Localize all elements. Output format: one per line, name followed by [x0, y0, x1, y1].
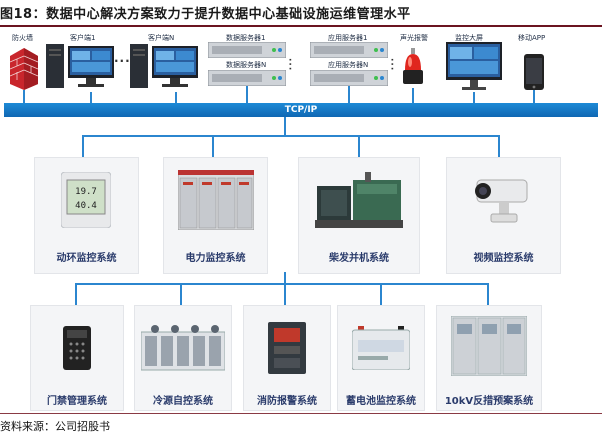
- video-system-label: 视频监控系统: [473, 253, 534, 264]
- app1-server-icon: [309, 41, 389, 59]
- db1-server-icon: [207, 41, 287, 59]
- cooling-system-label: 冷源自控系统: [153, 396, 213, 407]
- alarm-light-icon: [402, 48, 424, 88]
- app1-label: 应用服务器1: [328, 34, 368, 42]
- svg-text:19.7: 19.7: [75, 187, 97, 197]
- connector-line: [473, 92, 475, 103]
- alarm-label: 声光报警: [400, 34, 428, 42]
- chiller-icon: [140, 324, 226, 374]
- connector-line: [246, 86, 248, 103]
- footer-rule: [0, 413, 602, 414]
- battery-system-label: 蓄电池监控系统: [346, 396, 416, 407]
- connector-line: [23, 90, 25, 103]
- card-battery: 蓄电池监控系统: [337, 305, 425, 411]
- connector-line: [90, 92, 92, 103]
- env-sensor-icon: 19.7 40.4: [60, 171, 112, 229]
- figure-title: 图18：数据中心解决方案致力于提升数据中心基础设施运维管理水平: [0, 7, 411, 22]
- generator-system-label: 柴发并机系统: [329, 253, 389, 264]
- branch-line-bottom: [75, 283, 489, 285]
- connector-line: [212, 135, 214, 157]
- connector-line: [348, 86, 350, 103]
- kv-system-label: 10kV反措预案系统: [444, 396, 534, 407]
- connector-line: [358, 135, 360, 157]
- fire-panel-icon: [268, 322, 306, 374]
- clientN-computer-icon: [130, 44, 200, 92]
- connector-line: [180, 283, 182, 305]
- switchgear-icon: [450, 315, 528, 377]
- client1-computer-icon: [46, 44, 116, 92]
- firewall-label: 防火墙: [12, 34, 33, 42]
- vertical-ellipsis-icon-2: ···: [386, 58, 396, 72]
- svg-text:40.4: 40.4: [75, 201, 97, 211]
- dbN-label: 数据服务器N: [226, 61, 267, 69]
- camera-icon: [469, 172, 539, 228]
- connector-line: [498, 135, 500, 157]
- card-video-monitoring: 视频监控系统: [446, 157, 561, 274]
- branch-line-middle: [82, 135, 500, 137]
- appN-server-icon: [309, 69, 389, 87]
- vertical-ellipsis-icon: ···: [284, 58, 294, 72]
- monitor-screen-icon: [446, 42, 502, 92]
- env-system-label: 动环监控系统: [56, 253, 117, 264]
- connector-line: [487, 283, 489, 305]
- power-system-label: 电力监控系统: [185, 253, 246, 264]
- connector-line: [175, 92, 177, 103]
- clientN-label: 客户端N: [148, 34, 175, 42]
- access-system-label: 门禁管理系统: [47, 396, 107, 407]
- title-rule: [0, 25, 602, 27]
- card-10kv: 10kV反措预案系统: [436, 305, 542, 411]
- client1-label: 客户端1: [70, 34, 96, 42]
- card-power-monitoring: 电力监控系统: [163, 157, 268, 274]
- connector-line: [82, 135, 84, 157]
- firewall-icon: [8, 44, 40, 90]
- source-note: 资料来源：公司招股书: [0, 420, 110, 433]
- fire-system-label: 消防报警系统: [257, 396, 317, 407]
- battery-icon: [351, 326, 411, 371]
- tcp-ip-bus: TCP/IP: [4, 103, 598, 117]
- appN-label: 应用服务器N: [328, 61, 369, 69]
- connector-line: [380, 283, 382, 305]
- connector-line: [412, 88, 414, 103]
- mobile-label: 移动APP: [518, 34, 546, 42]
- trunk-line: [284, 117, 286, 136]
- trunk-line-lower: [284, 272, 286, 284]
- card-generator: 柴发并机系统: [298, 157, 420, 274]
- db1-label: 数据服务器1: [226, 34, 266, 42]
- monitor-label: 监控大屏: [455, 34, 483, 42]
- card-fire-alarm: 消防报警系统: [243, 305, 331, 411]
- card-env-monitoring: 19.7 40.4 动环监控系统: [34, 157, 139, 274]
- dbN-server-icon: [207, 69, 287, 87]
- card-cooling: 冷源自控系统: [134, 305, 232, 411]
- card-access-control: 门禁管理系统: [30, 305, 124, 411]
- power-cabinet-icon: [177, 170, 255, 231]
- connector-line: [533, 90, 535, 103]
- connector-line: [284, 283, 286, 305]
- ellipsis-icon: ···: [114, 54, 131, 68]
- access-reader-icon: [63, 326, 91, 370]
- connector-line: [75, 283, 77, 305]
- generator-icon: [313, 170, 405, 232]
- mobile-phone-icon: [524, 54, 544, 90]
